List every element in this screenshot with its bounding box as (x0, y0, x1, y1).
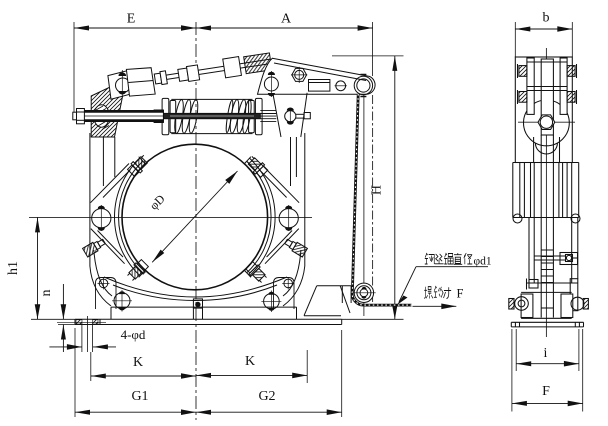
svg-text:H: H (370, 185, 385, 195)
svg-text:b: b (543, 11, 550, 26)
svg-text:φd1: φd1 (474, 256, 492, 268)
svg-text:G1: G1 (131, 389, 148, 404)
svg-text:n: n (39, 290, 54, 297)
svg-text:h1: h1 (6, 261, 21, 275)
svg-text:A: A (281, 12, 292, 27)
svg-text:K: K (245, 354, 255, 369)
svg-text:K: K (133, 355, 143, 370)
svg-text:G2: G2 (258, 389, 275, 404)
svg-text:E: E (127, 12, 136, 27)
svg-text:i: i (544, 346, 548, 361)
svg-text:F: F (457, 287, 464, 301)
svg-text:4-φd: 4-φd (121, 327, 146, 342)
svg-text:F: F (542, 384, 550, 399)
